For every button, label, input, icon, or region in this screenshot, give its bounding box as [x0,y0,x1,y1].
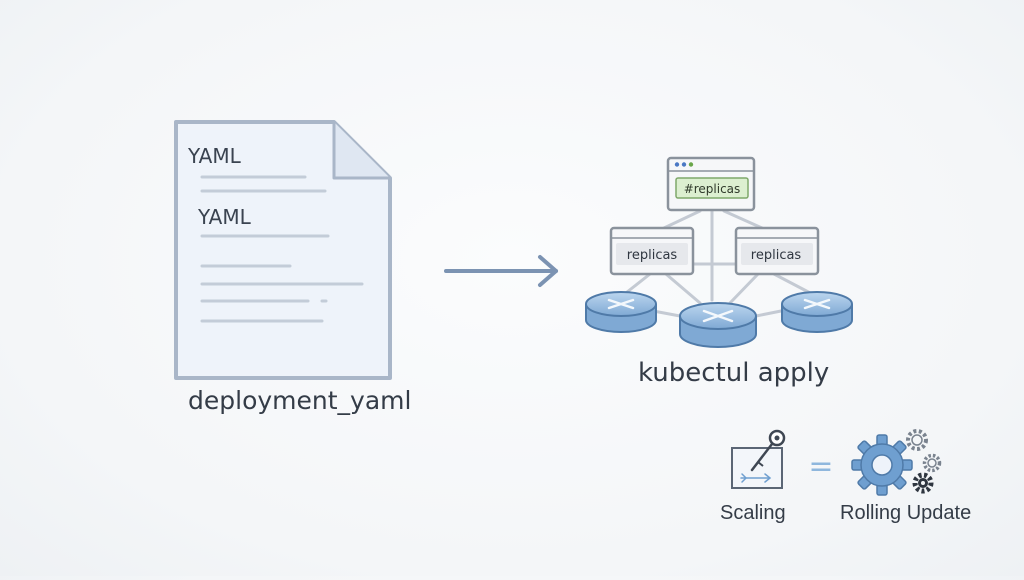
small-gear-icon [906,429,928,451]
left-replica-label: replicas [627,248,678,263]
node-right [781,291,853,333]
node-center [679,302,757,348]
apply-arrow [444,255,558,287]
node-left [585,291,657,333]
small-gear-icon-2 [922,453,942,473]
replica-window-top: #replicas [666,156,756,212]
replica-window-right: replicas [734,226,820,276]
scaling-icon [731,429,786,489]
yaml-heading-1: YAML [187,144,242,168]
rolling-update-label: Rolling Update [840,502,972,524]
page-fold [332,122,390,180]
top-replica-label: #replicas [684,182,741,196]
rolling-update-gears-icon [851,429,942,496]
yaml-document: YAML YAML [174,120,392,380]
scaling-label: Scaling [720,502,786,524]
replica-window-left: replicas [609,226,695,276]
command-caption: kubectul apply [638,358,830,388]
yaml-heading-2: YAML [197,205,252,229]
dark-gear-icon [912,472,934,494]
equals-sign: = [808,449,833,484]
right-replica-label: replicas [751,248,802,263]
document-caption: deployment_yaml [188,386,412,415]
